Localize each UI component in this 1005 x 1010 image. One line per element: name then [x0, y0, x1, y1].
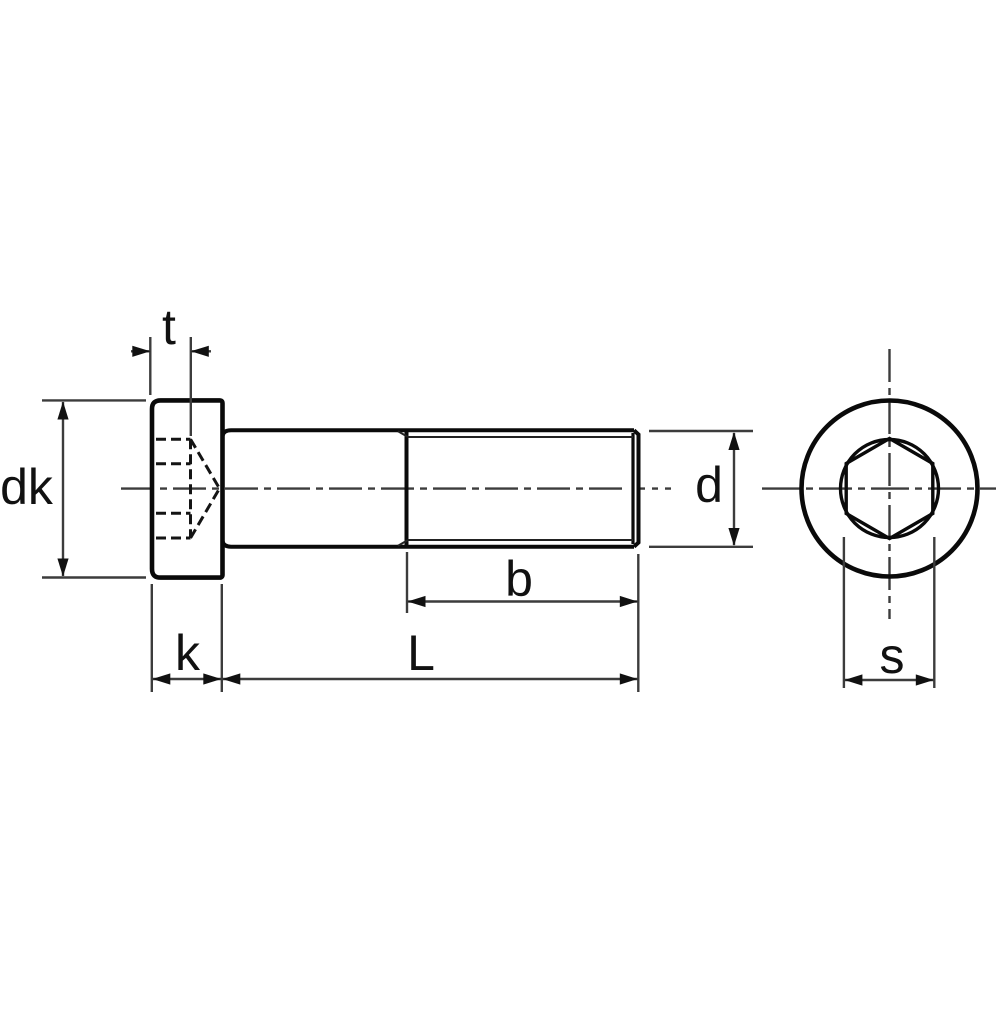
svg-text:s: s	[880, 628, 905, 684]
svg-text:t: t	[162, 299, 176, 355]
svg-text:b: b	[505, 551, 533, 607]
svg-text:d: d	[695, 457, 723, 513]
svg-text:dk: dk	[0, 459, 54, 515]
svg-text:L: L	[407, 625, 435, 681]
svg-text:k: k	[175, 625, 201, 681]
